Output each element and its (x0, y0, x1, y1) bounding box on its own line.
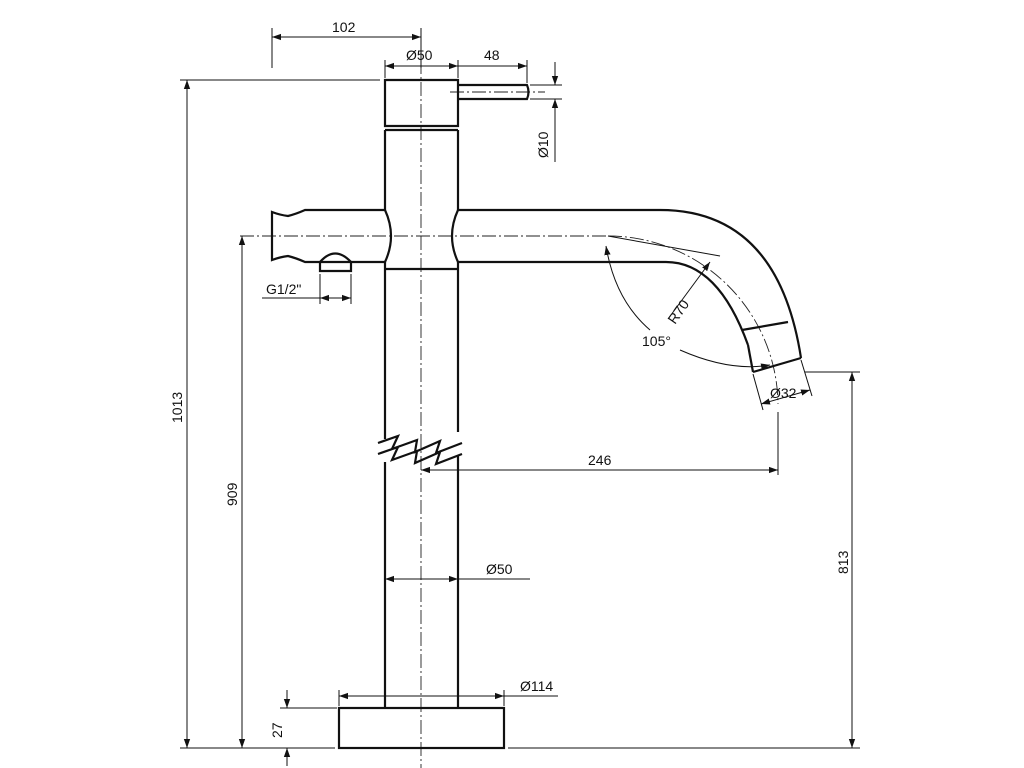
dim-base-height: 27 (269, 690, 337, 766)
dim-inlet-thread: G1/2" (262, 274, 352, 304)
dim-outlet-diameter: Ø32 (752, 359, 813, 411)
dim-total-height: 1013 (169, 79, 380, 749)
dim-base-height-label: 27 (269, 722, 285, 738)
center-lines (240, 60, 779, 768)
dim-base-diameter-label: Ø114 (520, 678, 553, 694)
dim-spout-reach: 246 (421, 412, 779, 475)
dim-bottom-diameter: Ø50 (385, 561, 530, 583)
dim-spout-height: 909 (224, 236, 246, 748)
side-inlet (270, 208, 385, 273)
dim-outlet-height: 813 (508, 371, 860, 749)
spout (458, 208, 803, 374)
dim-top-diameter-label: Ø50 (406, 47, 433, 63)
dim-base-diameter: Ø114 (338, 678, 558, 706)
dim-spout-reach-label: 246 (588, 452, 612, 468)
dim-lever-length-label: 48 (484, 47, 500, 63)
dim-total-height-label: 1013 (169, 392, 185, 423)
dim-outlet-diameter-label: Ø32 (770, 385, 797, 401)
dim-top-diameter: Ø50 48 (384, 47, 528, 83)
dim-bottom-diameter-label: Ø50 (486, 561, 513, 577)
dim-bend-angle-label: 105° (642, 333, 671, 349)
dim-inlet-thread-label: G1/2" (266, 281, 301, 297)
lever-handle (458, 83, 530, 101)
dim-outlet-height-label: 813 (835, 550, 851, 574)
dim-bend-radius-label: R70 (664, 296, 692, 326)
dim-lever-diameter: Ø10 (530, 62, 562, 162)
dim-lever-diameter-label: Ø10 (535, 131, 551, 158)
dim-lever-offset: 102 (271, 19, 422, 68)
tap-body (337, 78, 506, 750)
dim-lever-offset-label: 102 (332, 19, 356, 35)
dim-spout-height-label: 909 (224, 482, 240, 506)
